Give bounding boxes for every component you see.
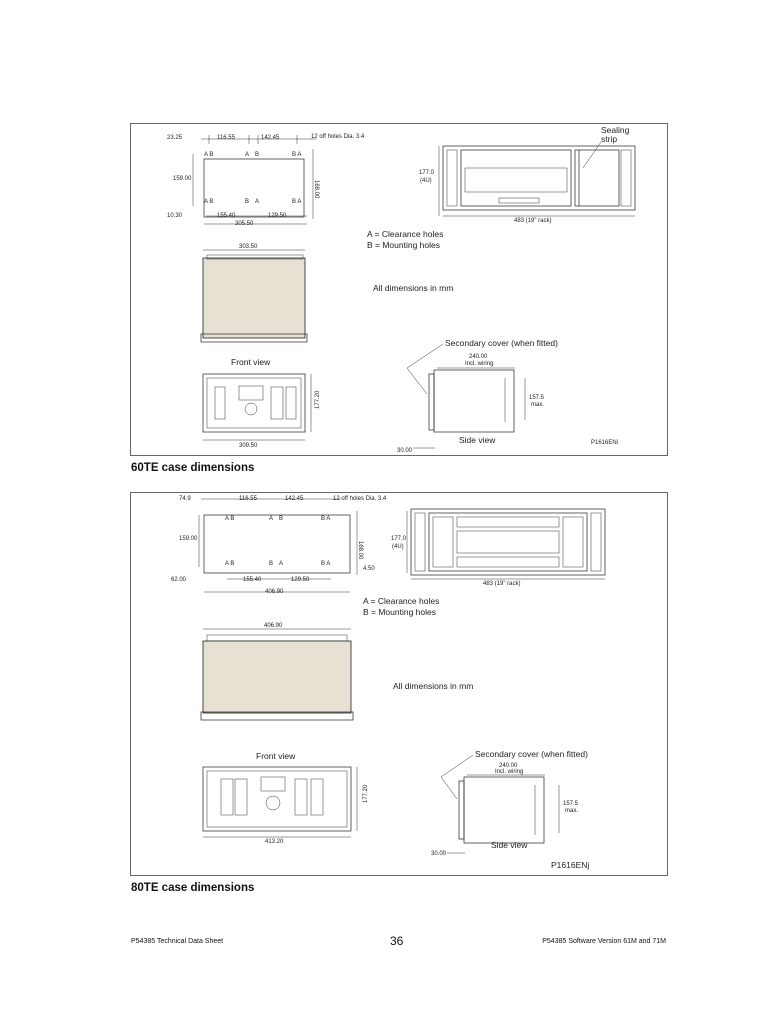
footer-software-version: P54385 Software Version 61M and 71M [542,938,666,945]
svg-text:177.0: 177.0 [419,170,435,176]
legend-mounting-holes: B = Mounting holes [367,240,440,250]
svg-text:142.45: 142.45 [261,135,280,141]
svg-text:406.90: 406.90 [265,589,284,595]
svg-text:157.5: 157.5 [529,395,545,401]
svg-text:A: A [269,516,273,522]
svg-text:168.00: 168.00 [357,541,363,560]
svg-text:483 (19" rack): 483 (19" rack) [483,581,520,587]
svg-text:159.00: 159.00 [173,176,192,182]
svg-text:A: A [245,152,249,158]
svg-text:155.40: 155.40 [243,577,262,583]
drawing-80te: 74.9 116.55 142.45 12 off holes Dia. 3.4… [171,496,606,870]
svg-text:Incl. wiring: Incl. wiring [465,361,493,367]
svg-text:10.30: 10.30 [167,213,183,219]
footer-page-number: 36 [390,934,404,948]
svg-text:4.50: 4.50 [363,566,375,572]
svg-text:A B: A B [225,516,234,522]
svg-text:406.90: 406.90 [264,623,283,629]
svg-text:12 off holes Dia. 3.4: 12 off holes Dia. 3.4 [311,134,365,140]
svg-text:177.0: 177.0 [391,536,407,542]
svg-text:B A: B A [321,516,330,522]
svg-text:62.00: 62.00 [171,577,187,583]
svg-text:Sealing: Sealing [601,125,630,135]
all-dimensions-note: All dimensions in mm [373,283,453,293]
legend-mounting-holes-80te: B = Mounting holes [363,607,436,617]
svg-text:B: B [245,199,249,205]
svg-text:30.00: 30.00 [431,851,447,857]
svg-text:116.55: 116.55 [217,135,236,141]
svg-text:23.25: 23.25 [167,135,183,141]
caption-60te: 60TE case dimensions [131,462,255,474]
svg-text:A: A [279,561,283,567]
svg-text:240.00: 240.00 [469,354,488,360]
rack-elevation-80te: 177.0 (4U) 483 (19" rack) [391,508,606,587]
svg-text:A B: A B [204,199,213,205]
legend-clearance-holes: A = Clearance holes [367,229,443,239]
svg-text:177.20: 177.20 [363,784,369,803]
side-view-60te: Secondary cover (when fitted) 240.00 Inc… [397,338,618,454]
caption-80te: 80TE case dimensions [131,882,255,894]
svg-text:A B: A B [204,152,213,158]
svg-text:B A: B A [292,199,301,205]
drawing-60te: 23.25 116.55 142.45 12 off holes Dia. 3.… [167,125,636,454]
svg-text:74.9: 74.9 [179,496,191,502]
svg-text:303.50: 303.50 [239,244,258,250]
svg-text:142.45: 142.45 [285,496,304,502]
svg-text:(4U): (4U) [420,178,432,184]
svg-text:168.00: 168.00 [313,180,319,199]
ref-code-80te: P1616ENj [551,860,589,870]
side-view-80te: Secondary cover (when fitted) 240.00 Inc… [431,749,589,870]
svg-text:116.55: 116.55 [239,496,258,502]
svg-text:159.00: 159.00 [179,536,198,542]
svg-text:177.20: 177.20 [315,390,321,409]
svg-text:strip: strip [601,134,617,144]
svg-text:Side view: Side view [459,435,496,445]
footer-document-title: P54385 Technical Data Sheet [131,938,224,945]
svg-text:240.00: 240.00 [499,763,518,769]
plan-view-80te: 406.90 [200,623,354,721]
svg-text:B A: B A [292,152,301,158]
svg-text:483 (19" rack): 483 (19" rack) [514,218,551,224]
svg-text:B: B [269,561,273,567]
svg-text:309.50: 309.50 [239,443,258,449]
front-view-label: Front view [231,357,271,367]
front-view-80te: 177.20 413.20 [202,766,369,845]
svg-text:12 off holes Dia. 3.4: 12 off holes Dia. 3.4 [333,496,387,502]
ref-code-60te: P1616ENi [591,440,618,446]
figure-60te-case: 23.25 116.55 142.45 12 off holes Dia. 3.… [130,123,668,456]
svg-text:B: B [279,516,283,522]
svg-text:Incl. wiring: Incl. wiring [495,769,523,775]
svg-text:Secondary cover (when fitted): Secondary cover (when fitted) [475,749,588,759]
front-view-60te: 177.20 309.50 [202,373,321,449]
svg-text:A B: A B [225,561,234,567]
rack-elevation-60te: 177.0 (4U) 483 (19" rack) Sealing strip [419,125,636,224]
svg-text:B A: B A [321,561,330,567]
plan-view-60te: 303.50 [200,244,308,343]
figure-80te-case: 74.9 116.55 142.45 12 off holes Dia. 3.4… [130,492,668,876]
svg-text:157.5: 157.5 [563,801,579,807]
svg-text:129.50: 129.50 [291,577,310,583]
svg-text:B: B [255,152,259,158]
front-view-label-80te: Front view [256,751,296,761]
svg-text:305.50: 305.50 [235,221,254,227]
svg-text:(4U): (4U) [392,544,404,550]
svg-text:max.: max. [531,402,544,408]
all-dimensions-note-80te: All dimensions in mm [393,681,473,691]
svg-text:30.00: 30.00 [397,448,413,454]
svg-text:129.50: 129.50 [268,213,287,219]
svg-text:max.: max. [565,808,578,814]
legend-clearance-holes-80te: A = Clearance holes [363,596,439,606]
panel-cutout-60te: 23.25 116.55 142.45 12 off holes Dia. 3.… [167,134,365,227]
svg-text:Secondary cover (when fitted): Secondary cover (when fitted) [445,338,558,348]
svg-text:413.20: 413.20 [265,839,284,845]
svg-text:A: A [255,199,259,205]
svg-text:Side view: Side view [491,840,528,850]
panel-cutout-80te: 74.9 116.55 142.45 12 off holes Dia. 3.4… [171,496,387,595]
svg-text:155.40: 155.40 [217,213,236,219]
